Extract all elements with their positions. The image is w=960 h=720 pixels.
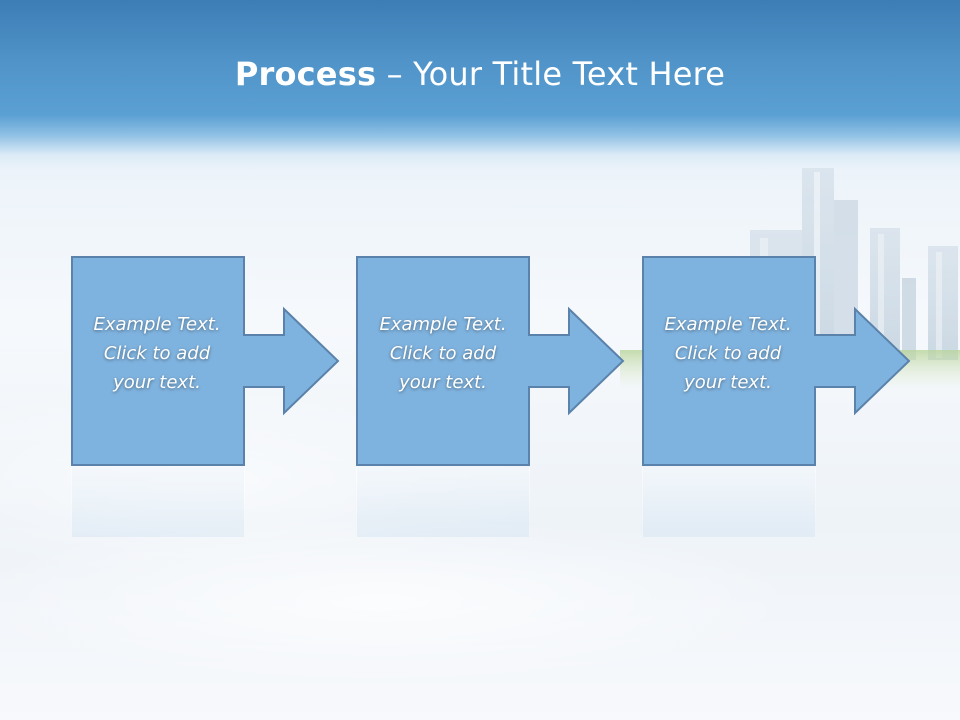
step-3-text[interactable]: Example Text. Click to add your text. xyxy=(642,310,814,397)
step-2-text[interactable]: Example Text. Click to add your text. xyxy=(357,310,529,397)
step-2-line-1: Example Text. xyxy=(379,314,507,335)
title-band xyxy=(0,0,960,170)
step-2-line-2: Click to add xyxy=(389,343,497,364)
page-title[interactable]: Process – Your Title Text Here xyxy=(0,52,960,96)
step-3-line-3: your text. xyxy=(684,372,772,393)
step-3-arrow-shape[interactable] xyxy=(642,256,911,466)
step-3-line-2: Click to add xyxy=(674,343,782,364)
step-1-reflection-fade xyxy=(71,467,245,539)
step-1-arrow-shape[interactable] xyxy=(71,256,340,466)
step-2-line-3: your text. xyxy=(399,372,487,393)
step-1-line-1: Example Text. xyxy=(93,314,221,335)
step-3-line-1: Example Text. xyxy=(664,314,792,335)
step-1-line-3: your text. xyxy=(113,372,201,393)
title-rest-part: – Your Title Text Here xyxy=(376,55,726,93)
step-1-line-2: Click to add xyxy=(103,343,211,364)
step-3-reflection-fade xyxy=(642,467,816,539)
step-2-arrow-shape[interactable] xyxy=(356,256,625,466)
step-2-reflection-fade xyxy=(356,467,530,539)
title-bold-part: Process xyxy=(234,55,377,93)
step-1-text[interactable]: Example Text. Click to add your text. xyxy=(71,310,243,397)
